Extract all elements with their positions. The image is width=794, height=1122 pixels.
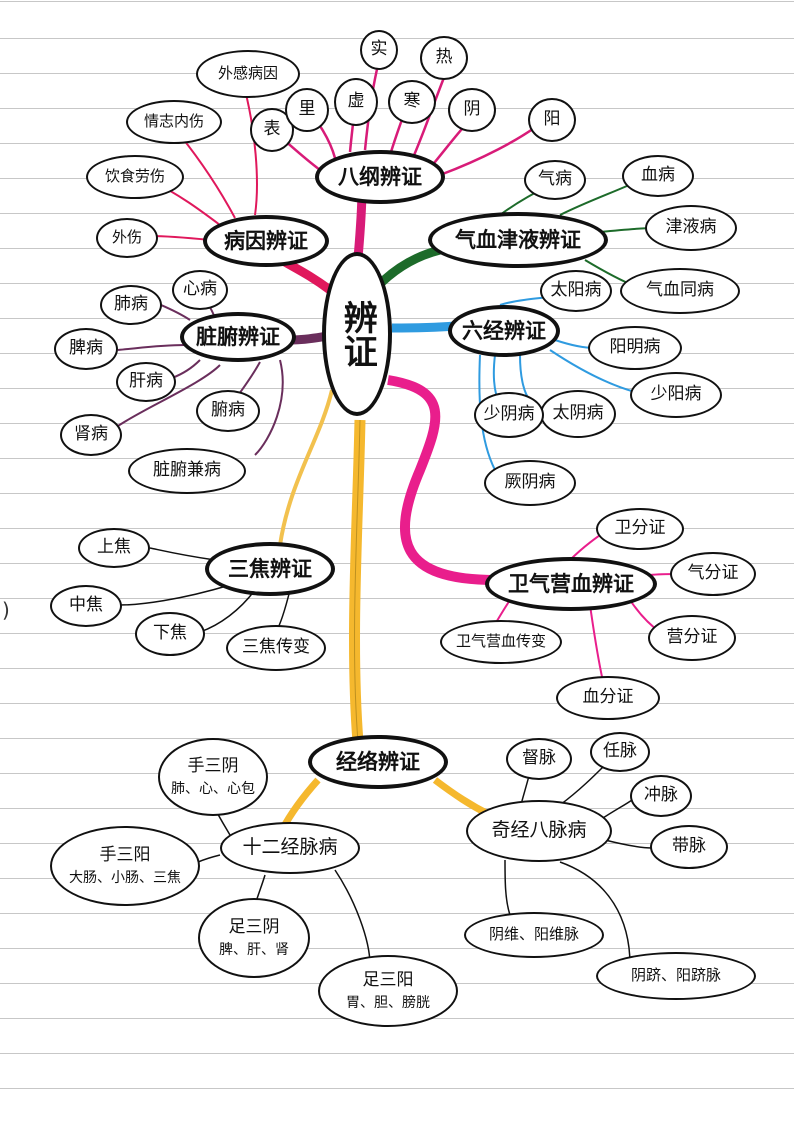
zangfu-item-jianbing[interactable]: 脏腑兼病 — [128, 448, 246, 494]
liujing-item-taiyin[interactable]: 太阴病 — [540, 390, 616, 438]
shier-item-zusanyin[interactable]: 足三阴 脾、肝、肾 — [198, 898, 310, 978]
zangfu-item-xin[interactable]: 心病 — [172, 270, 228, 310]
zangfu-item-fei[interactable]: 肺病 — [100, 285, 162, 325]
weiqi-item-qifen[interactable]: 气分证 — [670, 552, 756, 596]
liujing-item-shaoyang[interactable]: 少阳病 — [630, 372, 722, 418]
zusanyin-label: 足三阴 — [228, 917, 280, 938]
branch-qixue[interactable]: 气血津液辨证 — [428, 212, 608, 268]
shousanyang-label: 手三阳 — [99, 845, 151, 866]
bagang-item-re[interactable]: 热 — [420, 36, 468, 80]
link-weiqi — [387, 375, 496, 585]
sanjiao-item-xiajiao[interactable]: 下焦 — [135, 612, 205, 656]
bingyin-item-yinshi[interactable]: 饮食劳伤 — [86, 155, 184, 199]
bagang-item-li[interactable]: 里 — [285, 88, 329, 132]
qijing-item-dumai[interactable]: 督脉 — [506, 738, 572, 780]
branch-jingluo[interactable]: 经络辨证 — [308, 735, 448, 789]
zusanyang-label: 足三阳 — [362, 970, 414, 991]
qijing-item-yinqiao-yangqiao[interactable]: 阴跻、阳跻脉 — [596, 952, 756, 1000]
liujing-item-taiyang[interactable]: 太阳病 — [540, 270, 612, 312]
weiqi-item-chuanbian[interactable]: 卫气营血传变 — [440, 620, 562, 664]
qijing-bamai-node[interactable]: 奇经八脉病 — [466, 800, 612, 862]
branch-zangfu[interactable]: 脏腑辨证 — [180, 312, 296, 362]
sanjiao-item-zhongjiao[interactable]: 中焦 — [50, 585, 122, 627]
qijing-item-yinwei-yangwei[interactable]: 阴维、阳维脉 — [464, 912, 604, 958]
bingyin-item-waishang[interactable]: 外伤 — [96, 218, 158, 258]
zangfu-item-shen[interactable]: 肾病 — [60, 414, 122, 456]
shier-item-shousanyang[interactable]: 手三阳 大肠、小肠、三焦 — [50, 826, 200, 906]
branch-sanjiao[interactable]: 三焦辨证 — [205, 542, 335, 596]
qijing-item-renmai[interactable]: 任脉 — [590, 732, 650, 772]
link-qijing — [432, 777, 492, 819]
shousanyin-organs: 肺、心、心包 — [171, 780, 255, 797]
bagang-item-xu[interactable]: 虚 — [334, 78, 378, 126]
shier-jingmai-node[interactable]: 十二经脉病 — [220, 822, 360, 874]
qixue-item-qibing[interactable]: 气病 — [524, 160, 586, 200]
branch-weiqi[interactable]: 卫气营血辨证 — [485, 557, 657, 611]
branch-liujing[interactable]: 六经辨证 — [448, 305, 560, 357]
shousanyin-label: 手三阴 — [187, 756, 239, 777]
sanjiao-item-chuanbian[interactable]: 三焦传变 — [226, 625, 326, 671]
qixue-item-jinye[interactable]: 津液病 — [645, 205, 737, 251]
qixue-item-tongbing[interactable]: 气血同病 — [620, 268, 740, 314]
bagang-item-yin[interactable]: 阴 — [448, 88, 496, 132]
shier-item-zusanyang[interactable]: 足三阳 胃、胆、膀胱 — [318, 955, 458, 1027]
zusanyang-organs: 胃、胆、膀胱 — [346, 994, 430, 1011]
liujing-item-jueyin[interactable]: 厥阴病 — [484, 460, 576, 506]
weiqi-item-weifen[interactable]: 卫分证 — [596, 508, 684, 550]
bagang-item-yang[interactable]: 阳 — [528, 98, 576, 142]
liujing-item-shaoyin[interactable]: 少阴病 — [474, 392, 544, 438]
zangfu-item-fu[interactable]: 腑病 — [196, 390, 260, 432]
zangfu-item-gan[interactable]: 肝病 — [116, 362, 176, 402]
liujing-item-yangming[interactable]: 阳明病 — [588, 326, 682, 370]
link-sanjiao — [278, 389, 334, 546]
qijing-item-chongmai[interactable]: 冲脉 — [630, 775, 692, 817]
link-liujing — [391, 321, 456, 333]
qijing-item-daimai[interactable]: 带脉 — [650, 825, 728, 869]
branch-bingyin[interactable]: 病因辨证 — [203, 215, 329, 267]
sanjiao-item-shangjiao[interactable]: 上焦 — [78, 528, 150, 568]
bagang-item-shi[interactable]: 实 — [360, 30, 398, 70]
weiqi-item-yingfen[interactable]: 营分证 — [648, 615, 736, 661]
branch-bagang[interactable]: 八纲辨证 — [315, 150, 445, 204]
link-jingluo-outline — [354, 419, 361, 743]
bagang-item-han[interactable]: 寒 — [388, 80, 436, 124]
zangfu-item-pi[interactable]: 脾病 — [54, 328, 118, 370]
zusanyin-organs: 脾、肝、肾 — [219, 941, 289, 958]
weiqi-item-xuefen[interactable]: 血分证 — [556, 676, 660, 720]
center-node-bianzheng[interactable]: 辨证 — [322, 252, 392, 416]
bingyin-item-waigan[interactable]: 外感病因 — [196, 50, 300, 98]
bingyin-item-qingzhi[interactable]: 情志内伤 — [126, 100, 222, 144]
link-qixue — [378, 245, 442, 286]
shier-item-shousanyin[interactable]: 手三阴 肺、心、心包 — [158, 738, 268, 816]
margin-mark: ) — [2, 598, 10, 622]
shousanyang-organs: 大肠、小肠、三焦 — [69, 869, 181, 886]
qixue-item-xuebing[interactable]: 血病 — [622, 155, 694, 197]
